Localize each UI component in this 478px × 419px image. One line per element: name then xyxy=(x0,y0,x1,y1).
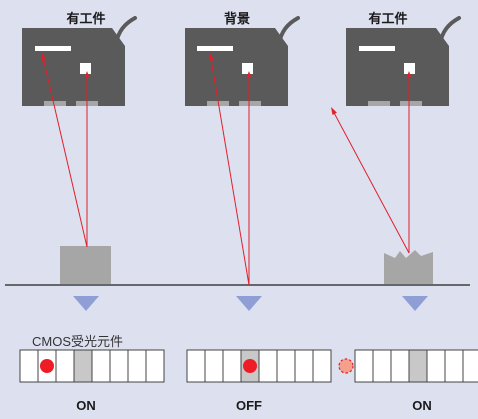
receiver-window xyxy=(404,63,415,74)
cmos-cell xyxy=(204,349,224,383)
beam-emit-1 xyxy=(41,52,88,248)
panel-state-3: ON xyxy=(412,398,432,413)
cmos-cell xyxy=(222,349,242,383)
panel-title-1: 有工件 xyxy=(66,11,106,26)
light-spot xyxy=(243,359,257,373)
cmos-cell xyxy=(408,349,428,383)
sensor-foot xyxy=(400,101,422,106)
cmos-cell xyxy=(73,349,93,383)
cmos-cell xyxy=(127,349,147,383)
workpiece-3-irregular xyxy=(384,250,433,284)
cmos-cell xyxy=(312,349,332,383)
sensor-foot xyxy=(239,101,261,106)
down-arrow-1 xyxy=(73,296,99,311)
cmos-cell xyxy=(372,349,392,383)
beam-scatter-3 xyxy=(331,108,410,254)
cmos-cell xyxy=(294,349,314,383)
arrowhead xyxy=(41,53,47,61)
arrowhead xyxy=(331,107,337,115)
emitter-slot xyxy=(35,46,71,51)
sensor-1 xyxy=(22,16,137,106)
sensor-2 xyxy=(185,16,300,106)
panel-state-1: ON xyxy=(76,398,96,413)
cmos-strip-2 xyxy=(186,349,332,383)
cmos-cell xyxy=(109,349,129,383)
cmos-cell xyxy=(258,349,278,383)
cmos-cell xyxy=(354,349,374,383)
cmos-cell xyxy=(19,349,39,383)
arrowhead xyxy=(209,53,215,61)
sensor-foot xyxy=(44,101,66,106)
light-spot xyxy=(40,359,54,373)
arrowhead xyxy=(406,71,412,78)
arrowhead xyxy=(246,71,252,78)
receiver-window xyxy=(242,63,253,74)
cmos-cell xyxy=(462,349,478,383)
sensor-body xyxy=(185,28,288,106)
panel-title-3: 有工件 xyxy=(368,11,408,26)
cmos-cell xyxy=(186,349,206,383)
cmos-strip-3 xyxy=(338,349,478,383)
panel-state-2: OFF xyxy=(236,398,262,413)
cmos-cell xyxy=(426,349,446,383)
panel-title-2: 背景 xyxy=(223,11,250,26)
cmos-cell xyxy=(91,349,111,383)
light-beams xyxy=(41,52,410,286)
emitter-slot xyxy=(197,46,233,51)
down-arrow-3 xyxy=(402,296,428,311)
sensor-3 xyxy=(346,16,461,106)
receiver-window xyxy=(80,63,91,74)
light-spot xyxy=(338,358,354,374)
sensor-foot xyxy=(368,101,390,106)
sensor-body xyxy=(22,28,125,106)
cmos-cell xyxy=(55,349,75,383)
sensor-body xyxy=(346,28,449,106)
cmos-strip-1 xyxy=(19,349,165,383)
arrowhead xyxy=(84,71,90,78)
cmos-cell xyxy=(444,349,464,383)
beam-emit-2 xyxy=(209,52,250,286)
down-arrow-2 xyxy=(236,296,262,311)
cmos-receiver-label: CMOS受光元件 xyxy=(32,334,124,349)
emitter-slot xyxy=(359,46,395,51)
cmos-cell xyxy=(276,349,296,383)
workpiece-1 xyxy=(60,246,111,284)
cmos-cell xyxy=(145,349,165,383)
cmos-cell xyxy=(390,349,410,383)
